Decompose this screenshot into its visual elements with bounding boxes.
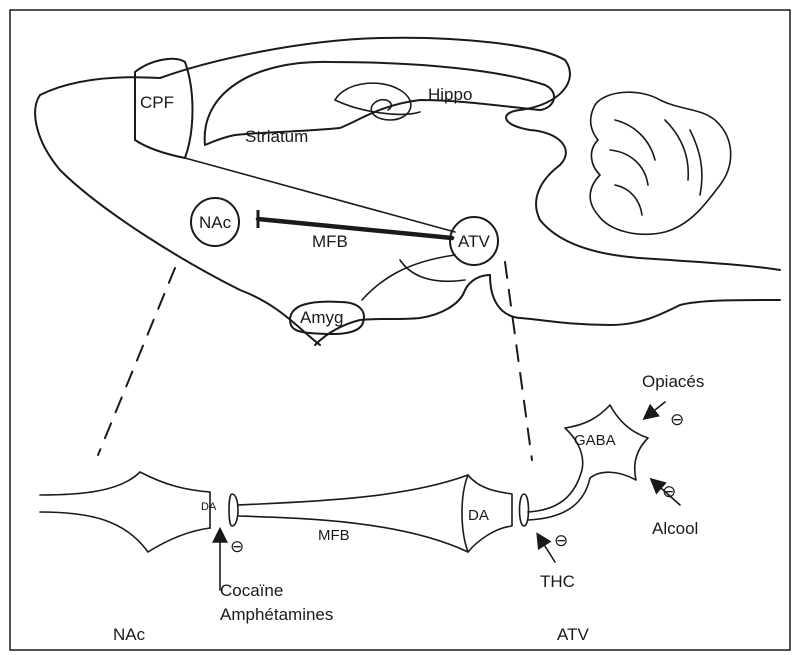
da-left-label: DA	[201, 501, 217, 513]
alcool-inhibit-symbol: ⊖	[662, 482, 676, 501]
cpf-region: CPF	[135, 59, 193, 158]
striatum-region: Striatum	[205, 62, 554, 146]
cpf-label: CPF	[140, 93, 174, 112]
hippocampus-region: Hippo	[335, 83, 472, 120]
cerebellum	[590, 92, 731, 234]
opiaces-label: Opiacés	[642, 372, 704, 391]
mfb-axon: MFB	[238, 475, 468, 552]
gaba-label: GABA	[574, 432, 616, 449]
terminal-left	[229, 494, 238, 526]
mfb-pathway: MFB	[258, 210, 452, 251]
striatum-label: Striatum	[245, 127, 308, 146]
cocaine-inhibit-symbol: ⊖	[230, 537, 244, 556]
thc-inhibit-symbol: ⊖	[554, 531, 568, 550]
mfb-brain-label: MFB	[312, 232, 348, 251]
atv-label: ATV	[458, 232, 490, 251]
region-left-label: NAc	[113, 625, 146, 644]
terminal-right	[520, 494, 529, 526]
opiaces-arrow: Opiacés ⊖	[642, 372, 704, 429]
cocaine-label: Cocaïne	[220, 581, 283, 600]
da-right-label: DA	[468, 507, 489, 524]
alcool-arrow: Alcool ⊖	[652, 480, 698, 538]
nac-node: NAc	[191, 198, 239, 246]
amyg-label: Amyg	[300, 308, 343, 327]
gaba-neuron: GABA	[528, 405, 648, 520]
projection-line-right	[505, 262, 532, 460]
opiaces-inhibit-symbol: ⊖	[670, 410, 684, 429]
amygdala-region: Amyg	[290, 255, 465, 334]
nac-neuron: DA	[40, 472, 217, 552]
alcool-label: Alcool	[652, 519, 698, 538]
brain-outline	[35, 38, 780, 345]
thc-arrow: THC ⊖	[538, 531, 575, 591]
region-right-label: ATV	[557, 625, 589, 644]
cocaine-arrow: ⊖ Cocaïne Amphétamines	[220, 530, 333, 624]
mfb-synapse-label: MFB	[318, 527, 350, 544]
hippo-label: Hippo	[428, 85, 472, 104]
da-neuron: DA	[462, 475, 512, 552]
nac-label: NAc	[199, 213, 232, 232]
amphetamines-label: Amphétamines	[220, 605, 333, 624]
thc-label: THC	[540, 572, 575, 591]
figure-border	[10, 10, 790, 650]
projection-line-left	[98, 268, 175, 455]
atv-node: ATV	[450, 217, 498, 265]
